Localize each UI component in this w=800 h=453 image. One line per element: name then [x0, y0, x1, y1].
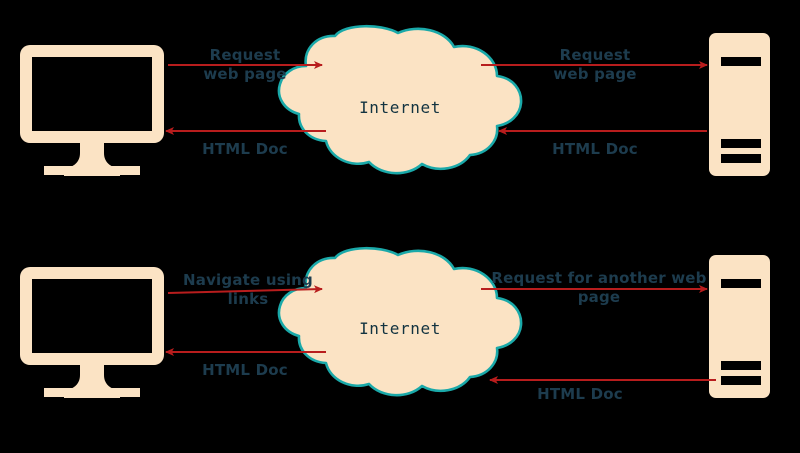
arrow-client-to-cloud	[167, 285, 323, 294]
row-top-graphics	[20, 24, 770, 176]
cloud-label: Internet	[359, 319, 441, 338]
diagram-row-follow-up-request: Internet Navigate using links Request fo…	[0, 227, 800, 453]
diagram-row-initial-request: Internet Request web page Request web pa…	[0, 0, 800, 226]
cloud-internet	[277, 246, 523, 397]
monitor-icon	[20, 45, 164, 176]
monitor-icon	[20, 267, 164, 398]
row-bottom-graphics	[20, 246, 770, 398]
server-icon	[709, 255, 770, 398]
cloud-internet	[277, 24, 523, 175]
cloud-label: Internet	[359, 98, 441, 117]
server-icon	[709, 33, 770, 176]
